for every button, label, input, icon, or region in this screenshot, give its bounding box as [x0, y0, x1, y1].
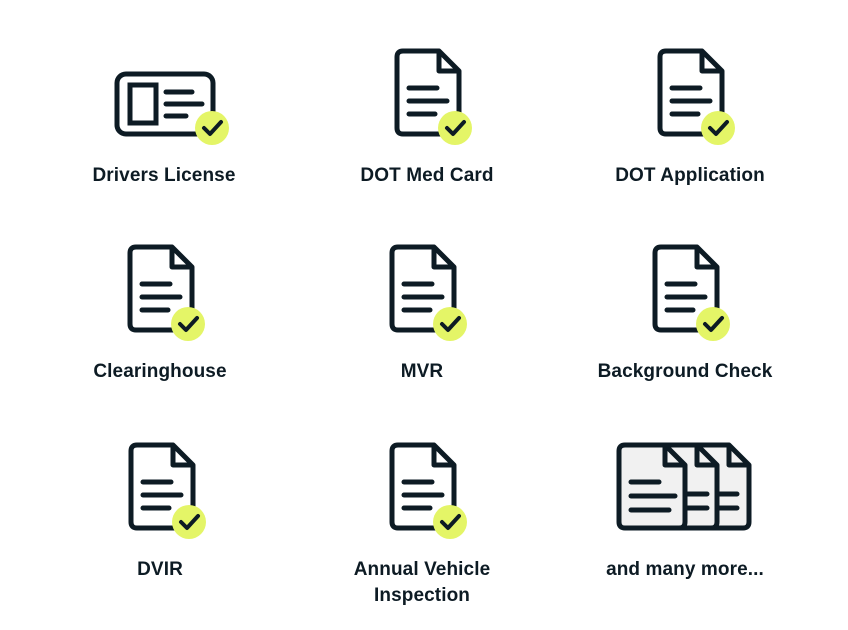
item-label: Clearinghouse	[93, 361, 227, 382]
item-label: Background Check	[597, 361, 773, 382]
document-stack-icon	[616, 442, 752, 531]
document-check-icon	[127, 244, 205, 341]
item-label: Drivers License	[92, 165, 236, 186]
document-check-icon	[394, 48, 472, 145]
id-card-check-icon	[114, 71, 229, 145]
document-check-icon	[657, 48, 735, 145]
document-check-icon	[128, 442, 206, 539]
document-check-icon	[652, 244, 730, 341]
item-label: DOT Application	[615, 165, 765, 186]
item-label: and many more...	[606, 559, 764, 580]
item-label: DVIR	[137, 559, 183, 580]
item-label: Annual Vehicle Inspection	[353, 559, 491, 606]
document-check-icon	[389, 244, 467, 341]
document-check-icon	[389, 442, 467, 539]
item-label: MVR	[400, 361, 444, 382]
item-label: DOT Med Card	[360, 165, 494, 186]
